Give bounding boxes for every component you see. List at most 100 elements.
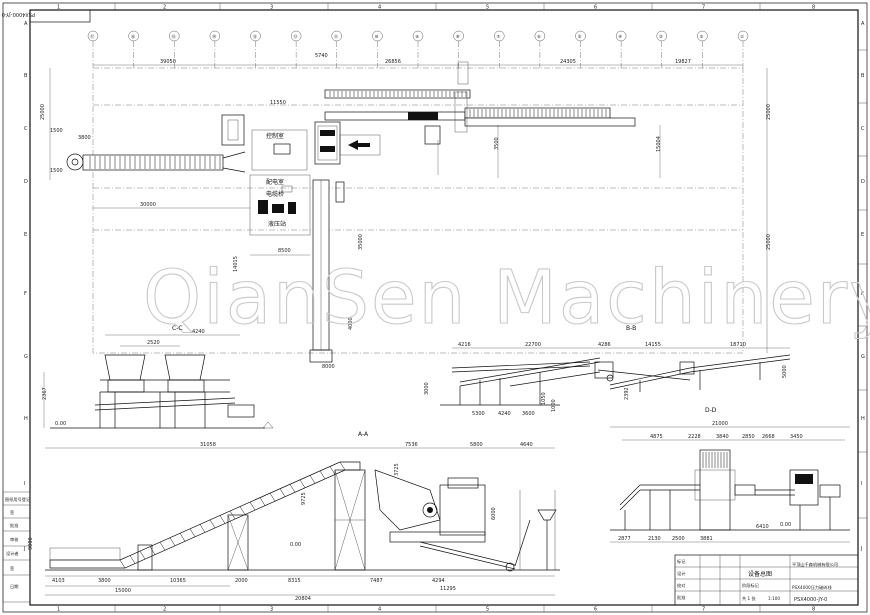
grid-bubble-label: ⑰ [90, 33, 95, 40]
title-block-company: 平顶山千森机械有限公司 [792, 561, 838, 568]
top-col-5: 5 [486, 5, 489, 11]
aa-dim-4103: 4103 [52, 578, 65, 584]
bb-dim-22700: 22700 [525, 342, 541, 348]
plan-dim-39050: 39050 [160, 59, 176, 65]
bb-dim-2392: 2392 [624, 387, 630, 400]
section-bb-label: B-B [626, 325, 636, 332]
aa-dim-3725: 3725 [394, 463, 400, 476]
aa-dim-11295: 11295 [440, 586, 456, 592]
aa-dim-31058: 31058 [200, 442, 216, 448]
plan-dim-26856: 26856 [385, 59, 401, 65]
room-label-power: 配电室 [266, 178, 284, 186]
aa-dim-5800: 5800 [470, 442, 483, 448]
top-zone-ruler: 1 2 3 4 5 6 7 8 [57, 3, 815, 11]
plan-dim-1500: 1500 [50, 128, 63, 134]
grid-bubble-label: ⑧ [456, 34, 460, 39]
plan-right-conveyor [464, 107, 611, 119]
drawing-code-top: PSX4000-JY-0 [2, 11, 35, 17]
dd-dim-21000: 21000 [712, 421, 728, 427]
plan-vdim-left: 25000 [40, 104, 46, 120]
left-row-g: G [24, 354, 28, 360]
strip-label-5: 签 [10, 565, 15, 571]
drawing-code-bottom: PSX4000-JY-0 [794, 597, 827, 603]
left-row-b: B [24, 73, 28, 79]
right-row-e: E [861, 232, 864, 238]
plan-dim-5000: 8000 [322, 364, 335, 370]
bb-dim-14155: 14155 [645, 342, 661, 348]
right-row-b: B [861, 73, 865, 79]
bottom-col-5: 5 [486, 607, 489, 613]
strip-label-4: 设计者 [6, 550, 19, 557]
grid-bubble-label: ⑮ [171, 33, 176, 40]
top-col-8: 8 [812, 5, 815, 11]
grid-bubble-label: ② [700, 34, 704, 39]
tb-mark: 标记 [677, 558, 686, 565]
plan-feed-conveyor [82, 154, 224, 171]
plan-upper-conveyor [324, 89, 471, 99]
grid-bubble-label: ⑨ [415, 34, 419, 39]
left-row-i: I [24, 481, 25, 487]
aa-dim-6000: 6000 [491, 507, 497, 520]
inner-border [29, 9, 859, 606]
dd-dim-3840: 3840 [716, 434, 729, 440]
plan-dim-19827: 19827 [675, 59, 691, 65]
bottom-col-2: 2 [163, 607, 166, 613]
dd-elev-0: 0.00 [780, 522, 791, 528]
aa-dim-10365: 10365 [170, 578, 186, 584]
top-col-7: 7 [702, 5, 705, 11]
aa-dim-7487: 7487 [370, 578, 383, 584]
bb-dim-4286: 4286 [598, 342, 611, 348]
left-row-e: E [24, 232, 27, 238]
aa-dim-7536: 7536 [405, 442, 418, 448]
bb-dim-4240: 4240 [498, 411, 511, 417]
tb-check: 校对 [677, 582, 685, 589]
tb-approve: 批准 [677, 594, 685, 601]
strip-label-3: 审核 [10, 536, 19, 543]
bottom-zone-ruler: 1 2 3 4 5 6 7 8 [57, 605, 815, 613]
bb-dim-18710: 18710 [730, 342, 746, 348]
watermark-text: QianSen Machinery [143, 255, 870, 341]
left-zone-ruler: A B C D E F G H I J [23, 21, 28, 552]
dd-dim-2500: 2500 [672, 536, 685, 542]
right-row-a: A [861, 21, 865, 27]
bb-dim-3600: 3600 [522, 411, 535, 417]
bb-dim-1000: 1000 [551, 399, 557, 412]
cc-dim-2367: 2367 [42, 387, 48, 400]
grid-bubble-label: ⑭ [212, 33, 217, 40]
bottom-col-4: 4 [378, 607, 381, 613]
dd-dim-2130: 2130 [648, 536, 661, 542]
top-col-3: 3 [270, 5, 273, 11]
aa-elev-0: 0.00 [290, 542, 301, 548]
plan-dim-5740: 5740 [315, 53, 328, 59]
title-block-title: 设备总图 [748, 570, 772, 578]
aa-dim-9725: 9725 [301, 492, 307, 505]
aa-dim-15000: 15000 [115, 588, 131, 594]
plan-dim-14015: 14015 [233, 256, 239, 272]
room-label-control: 控制室 [266, 132, 284, 140]
dd-dim-2668: 2668 [762, 434, 775, 440]
plan-vdim-right2: 25000 [766, 234, 772, 250]
aa-dim-4640: 4640 [520, 442, 533, 448]
aa-dim-3800: 3800 [98, 578, 111, 584]
left-row-a: A [24, 21, 28, 27]
right-row-c: C [861, 126, 865, 132]
bottom-col-6: 6 [594, 607, 597, 613]
bb-dim-3000: 3000 [424, 382, 430, 395]
bottom-col-7: 7 [702, 607, 705, 613]
strip-label-1: 签 [10, 509, 15, 515]
right-row-h: H [861, 416, 865, 422]
left-row-f: F [24, 291, 27, 297]
plan-dim-24305: 24305 [560, 59, 576, 65]
room-label-cable: 电缆桥 [266, 190, 284, 198]
grid-bubble-label: ⑤ [578, 34, 582, 39]
bottom-col-3: 3 [270, 607, 273, 613]
binding-strip: 图纸用号登记 签 批准 审核 设计者 签 日期 [2, 491, 31, 603]
aa-crusher [374, 469, 441, 531]
grid-bubble-label: ① [740, 34, 744, 39]
bb-dim-4216: 4216 [458, 342, 471, 348]
bb-dim-5300: 5300 [472, 411, 485, 417]
